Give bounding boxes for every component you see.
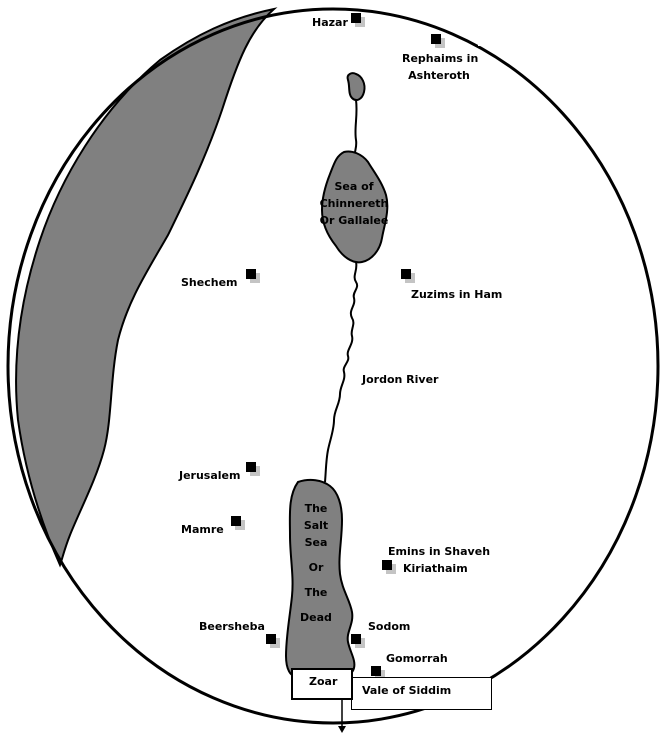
marker-rephaims (431, 34, 445, 48)
sea-of-chinnereth (320, 150, 389, 264)
label-zuzims: Zuzims in Ham (411, 288, 503, 301)
label-salt-line1: The (304, 502, 328, 515)
label-chinnereth-line1: Sea of (334, 180, 374, 193)
outline-gap (478, 38, 492, 46)
label-jerusalem: Jerusalem (179, 469, 241, 482)
label-rephaims-line2: Ashteroth (408, 69, 470, 82)
label-vale-of-siddim: Vale of Siddim (362, 684, 452, 697)
jordan-river (324, 261, 359, 483)
marker-emins (382, 560, 396, 574)
label-salt-line6: Dead (300, 611, 332, 624)
map-oval-outline (6, 7, 660, 725)
label-emins-line1: Emins in Shaveh (388, 545, 491, 558)
salt-sea (284, 478, 356, 679)
label-hazar: Hazar (312, 16, 348, 29)
marker-gomorrah (371, 666, 385, 680)
marker-zuzims (401, 269, 415, 283)
marker-mamre (231, 516, 245, 530)
marker-sodom (351, 634, 365, 648)
label-rephaims: Rephaims in Ashteroth (402, 52, 479, 82)
zoar-arrow-head (338, 726, 346, 733)
mediterranean-sea (15, 7, 278, 568)
label-mamre: Mamre (181, 523, 224, 536)
label-sodom: Sodom (368, 620, 411, 633)
upper-jordan (354, 99, 358, 154)
lake-huleh (346, 72, 366, 101)
label-emins-line2: Kiriathaim (403, 562, 468, 575)
label-chinnereth-line3: Or Gallalee (319, 214, 389, 227)
label-jordan-river: Jordon River (362, 373, 439, 386)
label-rephaims-line1: Rephaims in (402, 52, 479, 65)
marker-shechem (246, 269, 260, 283)
label-chinnereth-line2: Chinnereth (319, 197, 389, 210)
label-gomorrah: Gomorrah (386, 652, 448, 665)
label-salt-line3: Sea (304, 536, 328, 549)
label-salt-sea: The Salt Sea Or The Dead (296, 502, 336, 624)
marker-jerusalem (246, 462, 260, 476)
label-beersheba: Beersheba (199, 620, 265, 633)
label-shechem: Shechem (181, 276, 238, 289)
label-salt-line4: Or (308, 561, 324, 574)
marker-hazar (351, 13, 365, 27)
vale-of-siddim-box: Vale of Siddim (351, 677, 492, 710)
label-sea-of-chinnereth: Sea of Chinnereth Or Gallalee (318, 180, 390, 227)
label-zoar: Zoar (309, 675, 338, 688)
marker-beersheba (266, 634, 280, 648)
zoar-box: Zoar (291, 668, 353, 700)
label-salt-line2: Salt (303, 519, 329, 532)
label-salt-line5: The (304, 586, 328, 599)
